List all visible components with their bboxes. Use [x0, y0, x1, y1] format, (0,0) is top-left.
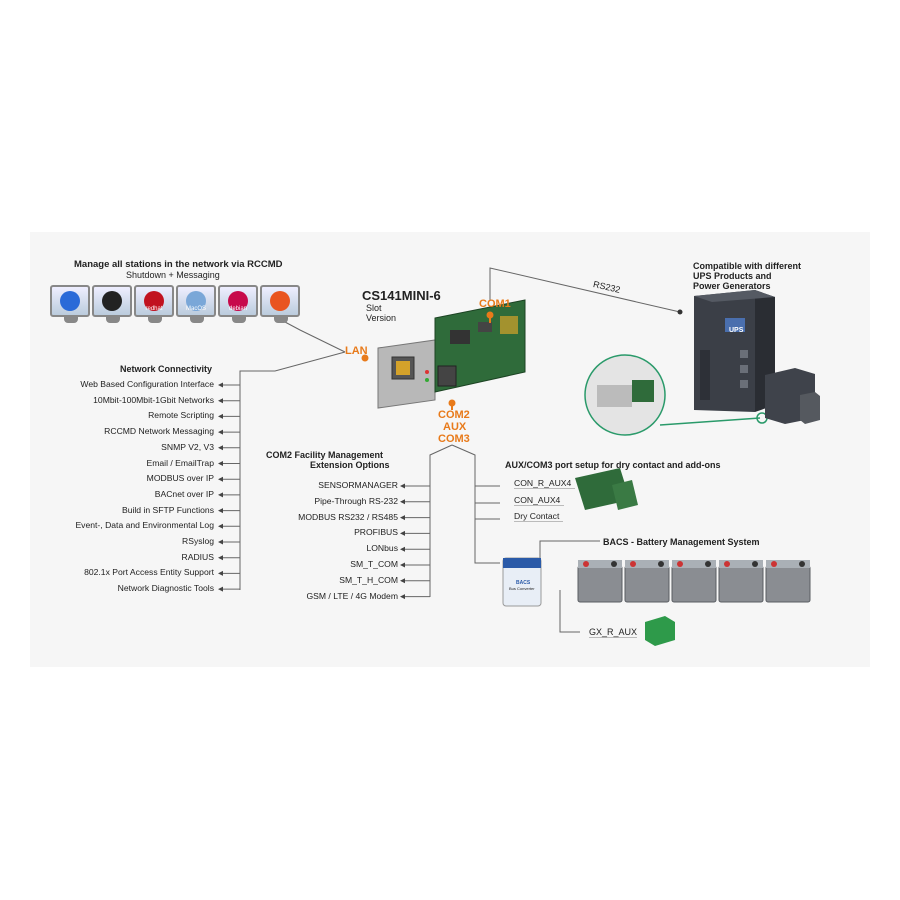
network-item-arrow	[218, 586, 223, 592]
aux-item: Dry Contact	[514, 511, 564, 522]
network-item: RADIUS	[181, 551, 214, 562]
network-item-arrow	[218, 461, 223, 466]
network-item-arrow	[218, 523, 223, 529]
windows-icon	[60, 291, 80, 311]
com2-item-arrow	[400, 499, 405, 505]
com2-item-arrow	[400, 515, 405, 521]
network-item-arrow	[218, 539, 223, 545]
battery	[577, 560, 623, 603]
com2-title-line1: COM2 Facility Management	[266, 450, 384, 460]
network-item: RSyslog	[182, 536, 214, 546]
com2-item: SM_T_H_COM	[339, 574, 398, 585]
debian-icon	[228, 291, 248, 311]
com2-item: SM_T_COM	[350, 559, 398, 569]
port-lan-label: LAN	[345, 345, 368, 357]
battery	[718, 560, 764, 603]
network-item: 10Mbit-100Mbit-1Gbit Networks	[93, 394, 214, 405]
network-item-arrow	[218, 508, 223, 514]
manage-title: Manage all stations in the network via R…	[74, 259, 283, 270]
network-item-arrow	[218, 570, 223, 576]
ups-title-line1: Compatible with different	[693, 261, 801, 271]
com2-item-arrow	[400, 594, 405, 600]
os-monitor	[50, 285, 90, 323]
linux-icon	[102, 291, 122, 311]
network-item: Network Diagnostic Tools	[117, 583, 214, 594]
network-item-arrow	[218, 445, 223, 451]
ups-title-line2: UPS Products and	[693, 271, 772, 281]
network-item-arrow	[218, 398, 223, 404]
monitor-stand	[148, 317, 162, 323]
port-com2-label: COM2	[438, 409, 470, 421]
network-item-arrow	[218, 429, 223, 435]
port-aux-label: AUX	[443, 421, 467, 433]
manage-subtitle: Shutdown + Messaging	[126, 270, 220, 280]
bacs-converter-label-1: BACS	[516, 580, 531, 586]
os-monitor	[92, 285, 132, 323]
monitor-stand	[106, 317, 120, 323]
network-item-arrow	[218, 382, 223, 388]
port-com1-label: COM1	[479, 298, 511, 310]
battery	[765, 560, 811, 603]
bacs-title: BACS - Battery Management System	[603, 537, 760, 547]
os-label: MacOS	[185, 306, 206, 312]
ubuntu-icon	[270, 291, 290, 311]
os-label: redhat	[145, 306, 163, 312]
battery	[671, 560, 717, 603]
com2-item-arrow	[400, 578, 405, 584]
com2-item: GSM / LTE / 4G Modem	[306, 590, 398, 601]
com2-item-arrow	[400, 530, 405, 536]
network-item: RCCMD Network Messaging	[104, 426, 214, 437]
com2-title-line2: Extension Options	[310, 460, 390, 470]
network-item-arrow	[218, 555, 223, 561]
gx-r-aux-label: GX_R_AUX	[589, 627, 638, 638]
os-monitor: debian	[218, 285, 258, 323]
network-item: 802.1x Port Access Entity Support	[84, 567, 214, 578]
aux-title: AUX/COM3 port setup for dry contact and …	[505, 460, 721, 470]
com2-item-arrow	[400, 483, 405, 489]
monitor-stand	[190, 317, 204, 323]
network-item-arrow	[218, 413, 223, 419]
network-item: SNMP V2, V3	[161, 441, 214, 452]
cs141-card	[377, 299, 526, 409]
com2-item: Pipe-Through RS-232	[314, 495, 398, 506]
network-item: Remote Scripting	[148, 410, 214, 421]
com2-item: PROFIBUS	[354, 527, 398, 538]
com2-item-arrow	[400, 562, 405, 568]
com2-item: MODBUS RS232 / RS485	[298, 511, 398, 522]
product-name: CS141MINI-6	[362, 288, 441, 303]
network-title: Network Connectivity	[120, 364, 213, 374]
monitor-stand	[232, 317, 246, 323]
bacs-converter-label-2: Bus Converter	[509, 586, 535, 591]
network-item: Event-, Data and Environmental Log	[75, 520, 214, 531]
aux-item: CON_R_AUX4	[514, 478, 576, 489]
com2-item: SENSORMANAGER	[318, 480, 398, 490]
ups-cabinet-label: UPS	[729, 327, 744, 334]
macos-icon	[186, 291, 206, 311]
aux-item: CON_AUX4	[514, 495, 565, 506]
network-item: Web Based Configuration Interface	[80, 379, 214, 389]
network-item: Build in SFTP Functions	[121, 504, 214, 515]
network-item-arrow	[218, 492, 223, 498]
os-monitor: redhat	[134, 285, 174, 323]
ups-title-line3: Power Generators	[693, 281, 771, 291]
monitor-stand	[274, 317, 288, 323]
ups-cabinet	[694, 290, 820, 424]
network-item-arrow	[218, 476, 223, 482]
monitor-stand	[64, 317, 78, 323]
com2-item-arrow	[400, 546, 405, 552]
os-monitor: MacOS	[176, 285, 216, 323]
os-label: debian	[228, 306, 248, 312]
product-variant-line2: Version	[366, 313, 397, 323]
network-item: BACnet over IP	[154, 488, 214, 499]
network-item: MODBUS over IP	[146, 473, 214, 484]
redhat-icon	[144, 291, 164, 311]
port-com3-label: COM3	[438, 433, 470, 445]
com2-item: LONbus	[366, 543, 398, 554]
product-variant-line1: Slot	[366, 303, 382, 313]
battery	[624, 560, 670, 603]
network-item: Email / EmailTrap	[146, 457, 215, 468]
os-monitor	[260, 285, 300, 323]
